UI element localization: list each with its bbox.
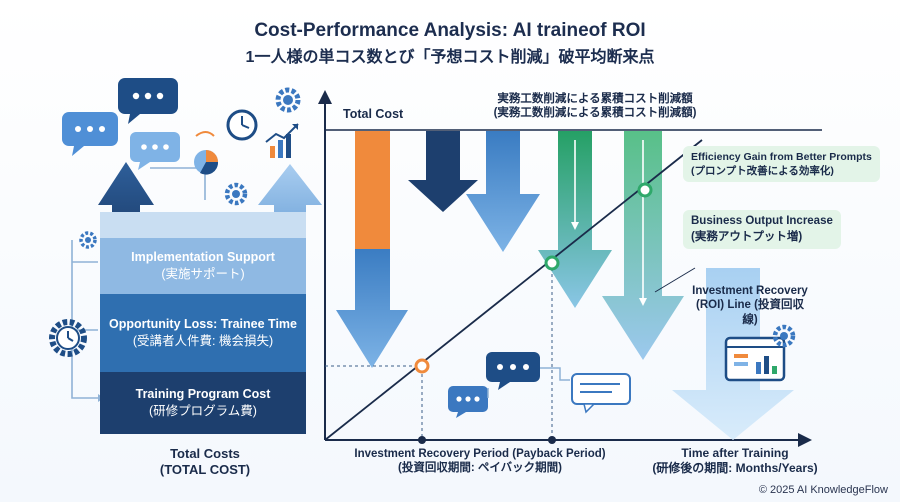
- payback-start-marker: [418, 436, 426, 444]
- payback-end-marker: [548, 436, 556, 444]
- training-program-jp: (研修プログラム費): [149, 404, 257, 418]
- total-costs-en: Total Costs: [170, 446, 240, 461]
- cumulative-savings-line2: (実務工数削減による累積コスト削減額): [493, 107, 697, 120]
- roi-leader-line: [654, 267, 696, 293]
- training-program-label: Training Program Cost: [135, 387, 271, 402]
- payback-period-line2: (投資回収期間: ペイバック期間): [398, 462, 562, 475]
- total-costs-label: Total Costs (TOTAL COST): [140, 446, 270, 479]
- copyright: © 2025 AI KnowledgeFlow: [758, 484, 888, 496]
- payback-guides: [325, 268, 553, 440]
- opportunity-loss-label: Opportunity Loss: Trainee Time: [109, 317, 297, 332]
- reduction-arrow-2: [466, 131, 540, 252]
- gear-icon: [275, 87, 301, 113]
- chat-bubble-icon: [62, 112, 118, 156]
- implementation-support-jp: (実施サポート): [161, 267, 245, 281]
- efficiency-gain-en: Efficiency Gain from Better Prompts: [691, 151, 872, 163]
- chat-bubble-icon: [118, 78, 178, 124]
- clock-gear-icon: [49, 319, 87, 357]
- business-output-en: Business Output Increase: [691, 215, 833, 227]
- payback-point: [414, 358, 430, 374]
- y-axis-arrowhead: [318, 90, 332, 104]
- gear-icon: [79, 231, 97, 249]
- implementation-support-block: Implementation Support (実施サポート): [100, 238, 306, 294]
- chat-connectors: [487, 367, 570, 398]
- gear-icon: [772, 324, 796, 348]
- time-axis-line1: Time after Training: [681, 446, 789, 460]
- training-program-block: Training Program Cost (研修プログラム費): [100, 372, 306, 434]
- payback-period-line1: Investment Recovery Period (Payback Peri…: [354, 448, 606, 460]
- pie-chart-icon: [194, 150, 219, 175]
- time-axis-line2: (研修後の期間: Months/Years): [652, 461, 818, 475]
- implementation-support-label: Implementation Support: [131, 250, 275, 265]
- flow-arrow: [195, 131, 215, 137]
- opportunity-loss-jp: (受講者人件費: 機会損失): [132, 334, 274, 348]
- message-card-icon: [571, 373, 631, 414]
- chat-bubble-icon: [486, 352, 540, 390]
- efficiency-gain-callout: Efficiency Gain from Better Prompts (プロン…: [683, 146, 880, 183]
- total-cost-label: Total Cost: [343, 107, 404, 121]
- efficiency-point: [637, 182, 653, 198]
- reduction-arrow-green-2: [602, 131, 684, 360]
- breakeven-point: [544, 255, 560, 271]
- chat-bubble-icon: [448, 386, 488, 418]
- gear-icon: [224, 182, 248, 206]
- dashboard-icon: [724, 336, 786, 382]
- reduction-arrow-1: [408, 131, 478, 212]
- time-axis-label: Time after Training (研修後の期間: Months/Year…: [620, 446, 850, 476]
- roi-line-label: Investment Recovery (ROI) Line (投資回収線): [690, 284, 810, 327]
- clock-icon: [226, 109, 258, 141]
- roi-line-label-1: Investment Recovery: [692, 285, 808, 297]
- page-subtitle: 1一人様の単コス数とび「予想コスト削減」破平均断来点: [245, 49, 655, 66]
- opportunity-loss-block: Opportunity Loss: Trainee Time (受講者人件費: …: [100, 294, 306, 372]
- stack-top-band: [100, 212, 306, 238]
- chat-bubble-icon: [130, 132, 180, 170]
- business-output-callout: Business Output Increase (実務アウトプット増): [683, 210, 841, 250]
- cumulative-savings-line1: 実務工数削減による累積コスト削減額: [497, 93, 693, 105]
- page-title: Cost-Performance Analysis: AI traineof R…: [254, 20, 646, 41]
- total-costs-jp: (TOTAL COST): [159, 462, 251, 478]
- cost-blue-arrow: [336, 248, 408, 368]
- bar-chart-icon: [265, 123, 299, 158]
- x-axis-arrowhead: [798, 433, 812, 447]
- cost-orange-bar: [355, 131, 390, 249]
- cumulative-savings-label: 実務工数削減による累積コスト削減額 (実務工数削減による累積コスト削減額): [470, 92, 720, 121]
- business-output-jp: (実務アウトプット増): [691, 230, 803, 243]
- roi-line-label-2: (ROI) Line (投資回収線): [696, 299, 804, 326]
- efficiency-gain-jp: (プロンプト改善による効率化): [691, 165, 834, 178]
- payback-period-label: Investment Recovery Period (Payback Peri…: [330, 447, 630, 476]
